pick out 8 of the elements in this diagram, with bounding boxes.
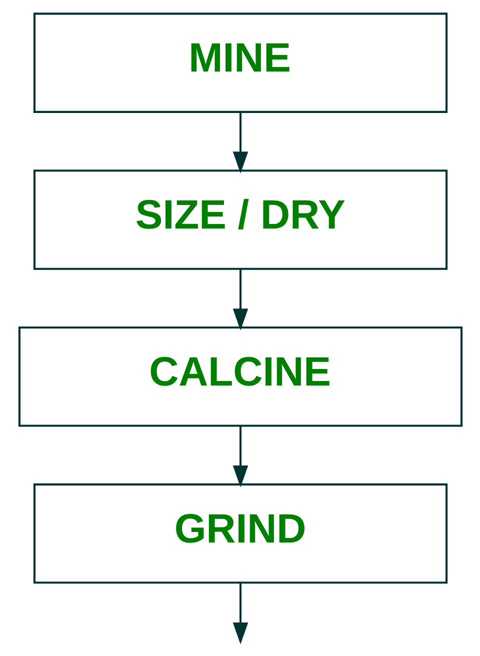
node-box: GRIND (32, 483, 448, 584)
arrow (232, 269, 248, 330)
node-box: CALCINE (18, 326, 462, 427)
arrow (232, 112, 248, 174)
node-box: MINE (32, 12, 448, 113)
arrow (232, 426, 248, 488)
arrow (232, 583, 248, 644)
node-box: SIZE / DRY (32, 170, 448, 270)
